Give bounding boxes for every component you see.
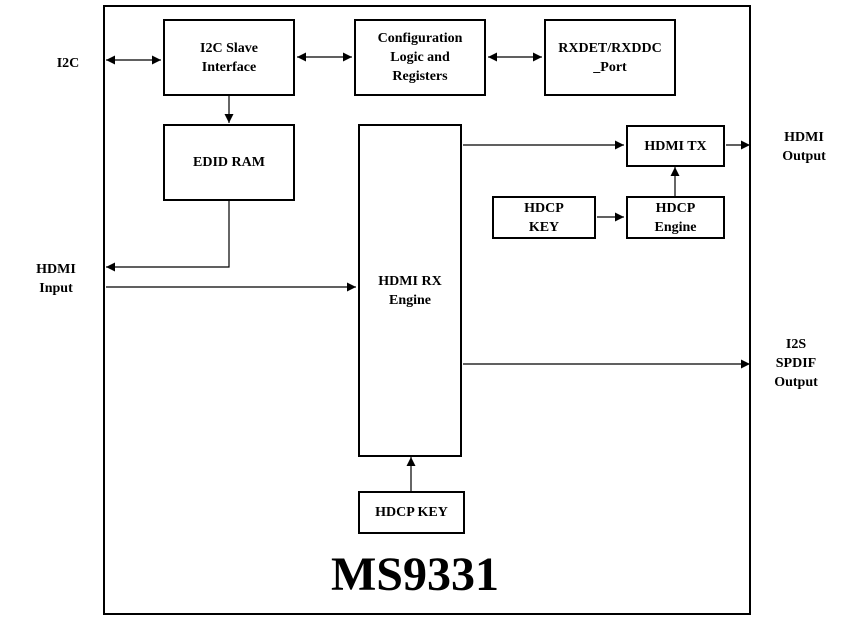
rxdet-rxddc-port-block: RXDET/RXDDC _Port [544, 19, 676, 96]
i2c-label: I2C [56, 56, 80, 71]
chip-name: MS9331 [331, 548, 499, 601]
hdcp-key-tx-block: HDCP KEY [492, 196, 596, 239]
hdmi-output-label: HDMI Output [782, 130, 826, 164]
hdcp-engine-block: HDCP Engine [626, 196, 725, 239]
edid-ram-block: EDID RAM [163, 124, 295, 201]
hdcp-key-rx-block: HDCP KEY [358, 491, 465, 534]
audio-output-label: I2S SPDIF Output [774, 337, 818, 390]
hdmi-rx-engine-block: HDMI RX Engine [358, 124, 462, 457]
i2c-slave-interface-block: I2C Slave Interface [163, 19, 295, 96]
hdmi-tx-block: HDMI TX [626, 125, 725, 167]
edid-to-hdmi-input-arrow [106, 201, 230, 272]
configuration-block: Configuration Logic and Registers [354, 19, 486, 96]
hdmi-input-label: HDMI Input [36, 262, 76, 296]
chip-boundary [103, 5, 751, 615]
